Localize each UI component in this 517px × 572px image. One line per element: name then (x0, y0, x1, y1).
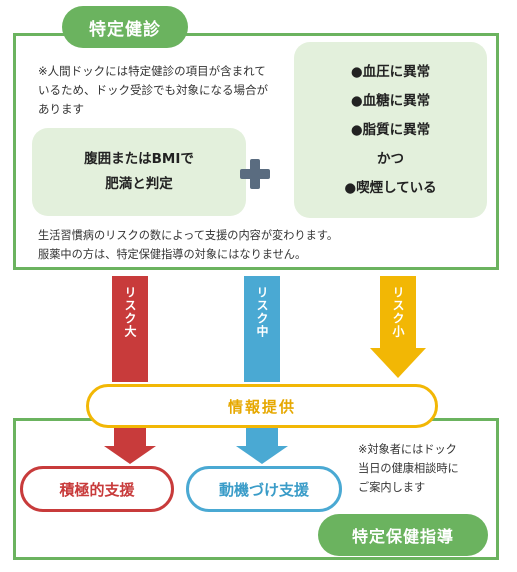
arrow-label-risk-high: リスク大 (123, 286, 137, 338)
obesity-criteria-line: 腹囲またはBMIで (84, 151, 194, 167)
dock-note-line: あります (38, 102, 84, 116)
arrow-label-risk-low: リスク小 (391, 286, 405, 338)
dock-note: ※人間ドックには特定健診の項目が含まれて いるため、ドック受診でも対象になる場合… (38, 62, 294, 119)
obesity-criteria-line: 肥満と判定 (105, 176, 173, 192)
guidance-note: ※対象者にはドック 当日の健康相談時に ご案内します (358, 440, 498, 497)
active-support-box: 積極的支援 (20, 466, 174, 512)
information-provision: 情報提供 (86, 384, 438, 428)
arrow-risk-low-head (370, 348, 426, 378)
risk-factor-smoking: ●喫煙している (344, 179, 437, 196)
risk-factor-blood-sugar: ●血糖に異常 (350, 92, 431, 109)
plus-icon (240, 159, 270, 189)
dock-note-line: ※人間ドックには特定健診の項目が含まれて (38, 64, 266, 78)
guidance-note-line: ご案内します (358, 481, 426, 494)
guidance-note-line: ※対象者にはドック (358, 443, 457, 456)
tokutei-hoken-shido-title: 特定保健指導 (318, 514, 488, 556)
risk-factors-box: ●血圧に異常 ●血糖に異常 ●脂質に異常 かつ ●喫煙している (294, 42, 487, 218)
obesity-criteria-box: 腹囲またはBMIで 肥満と判定 (32, 128, 246, 216)
tokutei-kenshin-title: 特定健診 (62, 6, 188, 48)
risk-factor-blood-pressure: ●血圧に異常 (350, 63, 431, 80)
risk-note-line: 服薬中の方は、特定保健指導の対象にはなりません。 (38, 248, 307, 261)
arrow-label-risk-mid: リスク中 (255, 286, 269, 338)
risk-factor-lipid: ●脂質に異常 (350, 121, 431, 138)
arrow-risk-high-upper (112, 276, 148, 382)
dock-note-line: いるため、ドック受診でも対象になる場合が (38, 83, 268, 97)
arrow-risk-low-body (380, 276, 416, 350)
guidance-note-line: 当日の健康相談時に (358, 462, 459, 475)
motivational-support-box: 動機づけ支援 (186, 466, 342, 512)
risk-note: 生活習慣病のリスクの数によって支援の内容が変わります。 服薬中の方は、特定保健指… (38, 226, 478, 264)
arrow-risk-mid-upper (244, 276, 280, 382)
risk-note-line: 生活習慣病のリスクの数によって支援の内容が変わります。 (38, 229, 339, 242)
risk-factor-and: かつ (377, 150, 404, 167)
